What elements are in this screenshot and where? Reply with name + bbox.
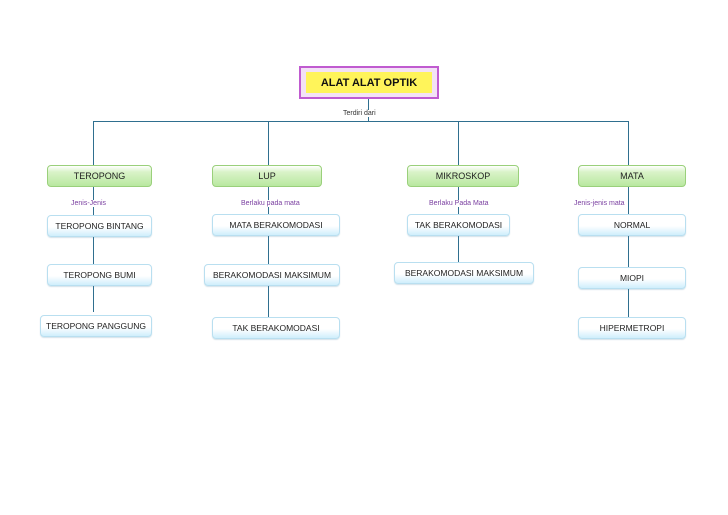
item-mikroskop-tak-berakomodasi: TAK BERAKOMODASI <box>407 214 510 236</box>
connector-teropong <box>93 121 94 165</box>
connector-mata <box>628 121 629 165</box>
main-horizontal-connector <box>93 121 629 122</box>
item-mata-hipermetropi: HIPERMETROPI <box>578 317 686 339</box>
column-line-teropong <box>93 187 94 312</box>
connector-lup <box>268 121 269 165</box>
item-lup-tak-berakomodasi: TAK BERAKOMODASI <box>212 317 340 339</box>
root-title: ALAT ALAT OPTIK <box>306 72 432 93</box>
root-node: ALAT ALAT OPTIK <box>299 66 439 99</box>
relation-label-mikroskop: Berlaku Pada Mata <box>428 200 490 207</box>
item-mikroskop-berakomodasi-maksimum: BERAKOMODASI MAKSIMUM <box>394 262 534 284</box>
category-lup: LUP <box>212 165 322 187</box>
category-teropong: TEROPONG <box>47 165 152 187</box>
item-lup-mata-berakomodasi: MATA BERAKOMODASI <box>212 214 340 236</box>
item-teropong-bumi: TEROPONG BUMI <box>47 264 152 286</box>
category-mata: MATA <box>578 165 686 187</box>
root-relation-label: Terdiri dari <box>342 110 377 117</box>
column-line-mata <box>628 187 629 317</box>
category-mikroskop: MIKROSKOP <box>407 165 519 187</box>
item-mata-miopi: MIOPI <box>578 267 686 289</box>
connector-mikroskop <box>458 121 459 165</box>
item-lup-berakomodasi-maksimum: BERAKOMODASI MAKSIMUM <box>204 264 340 286</box>
item-mata-normal: NORMAL <box>578 214 686 236</box>
relation-label-teropong: Jenis-Jenis <box>70 200 108 207</box>
item-teropong-panggung: TEROPONG PANGGUNG <box>40 315 152 337</box>
relation-label-lup: Berlaku pada mata <box>240 200 301 207</box>
column-line-lup <box>268 187 269 317</box>
relation-label-mata: Jenis-jenis mata <box>573 200 626 207</box>
item-teropong-bintang: TEROPONG BINTANG <box>47 215 152 237</box>
